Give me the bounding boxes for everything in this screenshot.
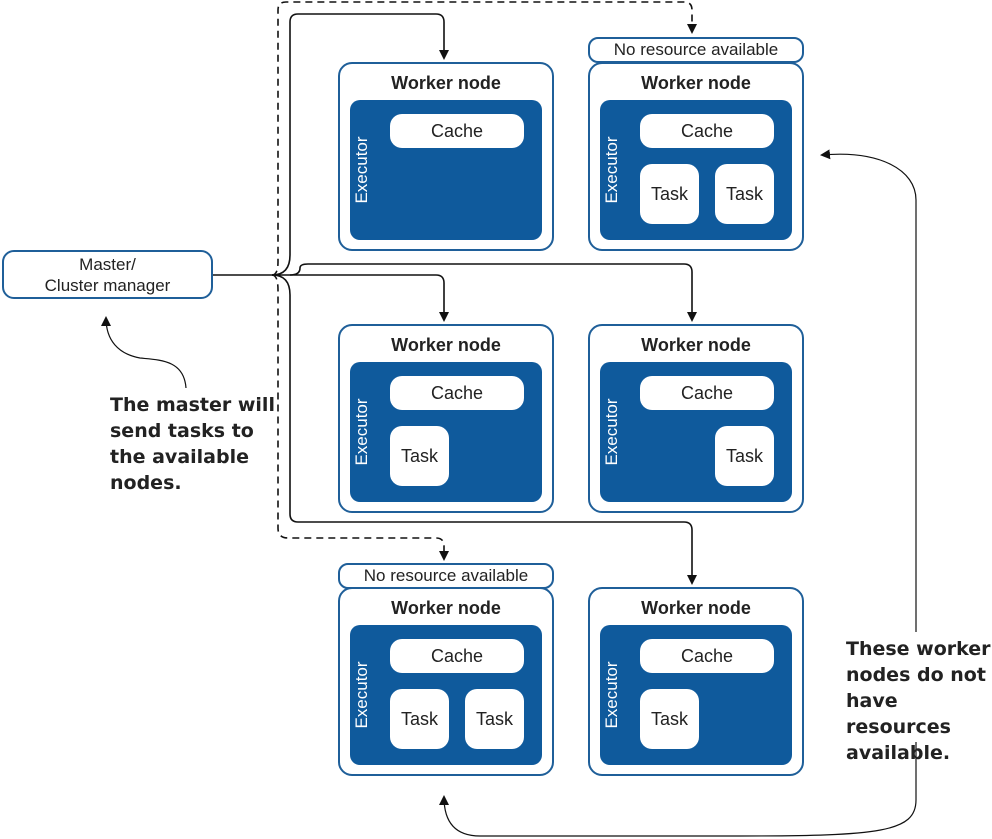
no-resource-badge-bottom-left: No resource available bbox=[338, 563, 554, 589]
master-note-line: send tasks to bbox=[110, 420, 254, 442]
executor-label: Executor bbox=[352, 136, 371, 204]
arrow-to-bottom-right bbox=[271, 274, 697, 585]
executor: Executor Cache Task bbox=[350, 362, 542, 502]
executor-label: Executor bbox=[352, 398, 371, 466]
arrow-to-mid-left bbox=[272, 274, 449, 322]
executor: Executor Cache bbox=[350, 100, 542, 240]
cache: Cache bbox=[640, 114, 774, 148]
executor: Executor Cache Task bbox=[600, 362, 792, 502]
worker-note-arrow-top bbox=[820, 149, 917, 632]
cache: Cache bbox=[390, 114, 524, 148]
task: Task bbox=[715, 164, 774, 224]
dashed-arrow-to-top-right bbox=[271, 1, 697, 276]
master-note-line: the available bbox=[110, 446, 249, 468]
master-label-line2: Cluster manager bbox=[44, 275, 171, 295]
worker-note-line: These worker bbox=[846, 638, 991, 660]
executor: Executor Cache Task bbox=[600, 625, 792, 765]
task: Task bbox=[390, 426, 449, 486]
worker-note-line: available. bbox=[846, 742, 951, 764]
no-resource-badge-top-right: No resource available bbox=[588, 37, 804, 63]
worker-note-arrow-bottom bbox=[439, 742, 917, 837]
executor-label: Executor bbox=[352, 661, 371, 729]
executor-label: Executor bbox=[602, 661, 621, 729]
task: Task bbox=[465, 689, 524, 749]
task: Task bbox=[640, 164, 699, 224]
dashed-arrow-to-bottom-left bbox=[271, 274, 449, 561]
worker-node-bottom-left: Worker node Executor Cache Task Task bbox=[338, 587, 554, 776]
cache: Cache bbox=[640, 376, 774, 410]
worker-node-top-right: Worker node Executor Cache Task Task bbox=[588, 62, 804, 251]
worker-note: These worker nodes do not have resources… bbox=[846, 636, 992, 766]
worker-node-title: Worker node bbox=[391, 73, 501, 93]
cache: Cache bbox=[390, 376, 524, 410]
worker-node-mid-right: Worker node Executor Cache Task bbox=[588, 324, 804, 513]
master-note-line: The master will bbox=[110, 394, 275, 416]
master-label-line1: Master/ bbox=[79, 254, 136, 274]
task: Task bbox=[715, 426, 774, 486]
worker-node-title: Worker node bbox=[641, 598, 751, 618]
worker-node-title: Worker node bbox=[641, 73, 751, 93]
cache: Cache bbox=[640, 639, 774, 673]
worker-node-top-left: Worker node Executor Cache bbox=[338, 62, 554, 251]
worker-node-bottom-right: Worker node Executor Cache Task bbox=[588, 587, 804, 776]
executor-label: Executor bbox=[602, 398, 621, 466]
arrow-to-top-left bbox=[271, 13, 449, 276]
task: Task bbox=[390, 689, 449, 749]
arrow-to-mid-right bbox=[289, 263, 697, 322]
master-cluster-manager: Master/ Cluster manager bbox=[2, 250, 213, 299]
master-note-line: nodes. bbox=[110, 472, 182, 494]
worker-node-title: Worker node bbox=[391, 335, 501, 355]
cache: Cache bbox=[390, 639, 524, 673]
worker-node-mid-left: Worker node Executor Cache Task bbox=[338, 324, 554, 513]
worker-node-title: Worker node bbox=[391, 598, 501, 618]
worker-note-line: have resources bbox=[846, 690, 951, 738]
executor: Executor Cache Task Task bbox=[600, 100, 792, 240]
master-note-arrow bbox=[101, 316, 187, 389]
executor-label: Executor bbox=[602, 136, 621, 204]
executor: Executor Cache Task Task bbox=[350, 625, 542, 765]
master-note: The master will send tasks to the availa… bbox=[110, 392, 275, 496]
worker-node-title: Worker node bbox=[641, 335, 751, 355]
task: Task bbox=[640, 689, 699, 749]
worker-note-line: nodes do not bbox=[846, 664, 986, 686]
